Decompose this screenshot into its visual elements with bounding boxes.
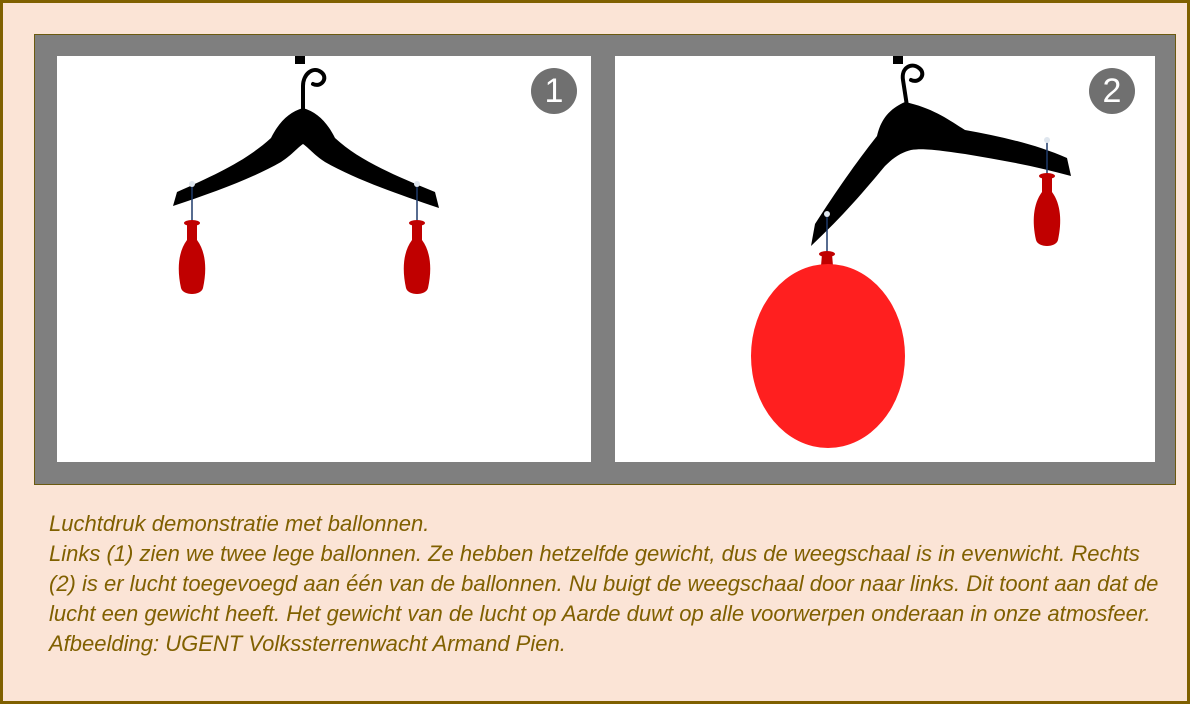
hook-mount bbox=[893, 56, 903, 64]
left-clip bbox=[824, 211, 830, 217]
panel-balanced: 1 bbox=[57, 56, 591, 462]
panel-number-badge: 2 bbox=[1089, 68, 1135, 114]
tilted-hanger-illustration bbox=[751, 56, 1071, 448]
hanger-body bbox=[811, 102, 1071, 246]
panel-number-badge: 1 bbox=[531, 68, 577, 114]
right-deflated-balloon bbox=[403, 220, 431, 294]
inflated-balloon bbox=[751, 251, 905, 448]
right-clip bbox=[1044, 137, 1050, 143]
hook-mount bbox=[295, 56, 305, 64]
balanced-hanger-illustration bbox=[173, 56, 439, 294]
hanger-body bbox=[173, 108, 439, 208]
caption-body: Links (1) zien we twee lege ballonnen. Z… bbox=[49, 541, 1159, 626]
figure-caption: Luchtdruk demonstratie met ballonnen. Li… bbox=[49, 509, 1169, 659]
panel-tilted: 2 bbox=[615, 56, 1155, 462]
hanger-hook bbox=[301, 67, 327, 116]
left-deflated-balloon bbox=[178, 220, 206, 294]
caption-title: Luchtdruk demonstratie met ballonnen. bbox=[49, 511, 430, 536]
image-frame: 1 bbox=[34, 34, 1176, 485]
right-clip bbox=[414, 181, 420, 187]
caption-credit: Afbeelding: UGENT Volkssterrenwacht Arma… bbox=[49, 631, 566, 656]
right-deflated-balloon bbox=[1033, 173, 1061, 246]
left-clip bbox=[189, 181, 195, 187]
hanger-hook bbox=[900, 63, 925, 108]
